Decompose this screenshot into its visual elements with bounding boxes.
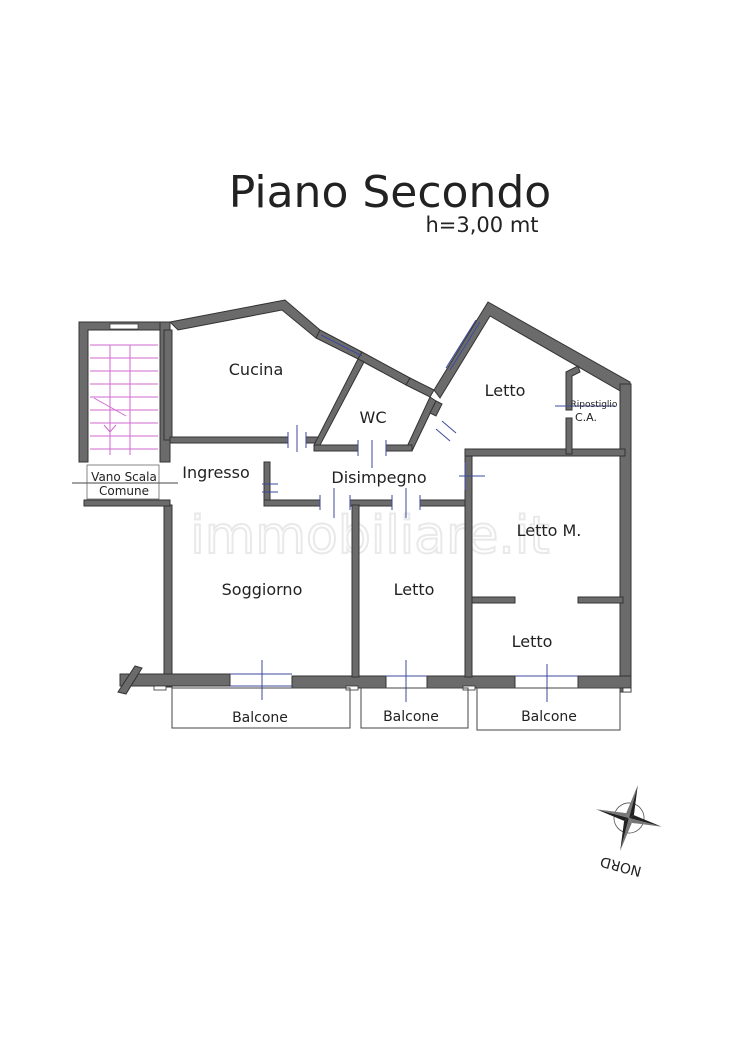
balcone-label-middle: Balcone bbox=[383, 709, 439, 725]
room-label-vano-scala-1: Vano Scala bbox=[91, 470, 157, 484]
room-label-disimpegno: Disimpegno bbox=[331, 468, 426, 487]
page-subtitle: h=3,00 mt bbox=[425, 213, 538, 237]
page-title: Piano Secondo bbox=[229, 167, 551, 218]
room-label-cucina: Cucina bbox=[229, 360, 284, 379]
room-label-letto-m: Letto M. bbox=[517, 521, 582, 540]
room-label-vano-scala-2: Comune bbox=[99, 484, 149, 498]
interior-walls bbox=[83, 358, 626, 678]
exterior-walls bbox=[117, 299, 632, 695]
balconies bbox=[171, 687, 621, 731]
room-label-letto-middle: Letto bbox=[394, 580, 435, 599]
room-label-ca: C.A. bbox=[575, 411, 597, 424]
watermark: immobiliare.it bbox=[190, 506, 549, 566]
room-label-soggiorno: Soggiorno bbox=[222, 580, 303, 599]
balcone-label-left: Balcone bbox=[232, 710, 288, 726]
openings bbox=[230, 319, 615, 702]
balcone-left bbox=[171, 687, 351, 729]
stairwell bbox=[78, 321, 171, 463]
balcone-middle bbox=[360, 687, 469, 729]
balcone-right bbox=[476, 687, 621, 731]
room-label-ripostiglio: Ripostiglio bbox=[571, 400, 618, 410]
room-label-letto-bottom-right: Letto bbox=[512, 632, 553, 651]
compass-icon bbox=[596, 785, 662, 851]
room-label-wc: WC bbox=[360, 408, 387, 427]
room-label-letto-top: Letto bbox=[485, 381, 526, 400]
room-label-ingresso: Ingresso bbox=[182, 463, 250, 482]
compass-label: NORD bbox=[599, 853, 644, 879]
balcone-label-right: Balcone bbox=[521, 709, 577, 725]
